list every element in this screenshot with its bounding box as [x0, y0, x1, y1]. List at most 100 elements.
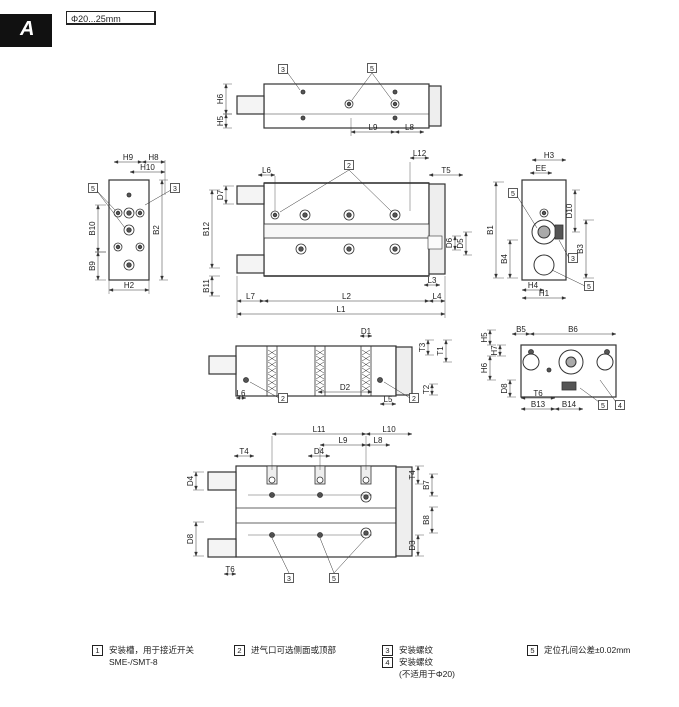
dimension-arrow: [430, 473, 434, 497]
body-outline: [235, 345, 397, 397]
dimension-arrow: [223, 572, 237, 576]
drawing-line: [267, 373, 277, 380]
callout-number: 5: [370, 66, 374, 73]
dimension-arrow: [416, 465, 420, 485]
hole: [392, 115, 398, 121]
dimension-label: H9: [123, 153, 134, 162]
drawing-line: [361, 367, 371, 374]
drawing-line: [267, 385, 277, 392]
drawing-line: [144, 189, 172, 206]
dimension-arrow: [531, 158, 567, 162]
dimension-arrow: [416, 534, 420, 557]
dimension-arrow: [365, 443, 391, 447]
dimension-arrow: [520, 407, 556, 411]
callout-number: 3: [287, 576, 291, 583]
drawing-line: [361, 373, 371, 380]
dimension-arrow: [554, 407, 584, 411]
note-text: 安装槽，用于接近开关: [109, 645, 195, 655]
dimension-label: H4: [528, 281, 539, 290]
callout-number: 2: [347, 163, 351, 170]
dimension-arrow: [224, 113, 228, 129]
piston-rod: [208, 355, 237, 375]
note-text: 定位孔间公差±0.02mm: [544, 645, 631, 655]
end-plate: [395, 346, 413, 396]
callout-number: 3: [281, 67, 285, 74]
dimension-arrow: [529, 171, 553, 175]
bore-section: [360, 345, 372, 397]
dimension-label: T4: [239, 447, 249, 456]
hole: [300, 115, 306, 121]
dimension-label: H5: [480, 332, 489, 343]
piston-rod: [236, 185, 265, 205]
note-text: (不适用于Φ20): [399, 669, 455, 680]
screw-socket: [346, 212, 352, 218]
dimension-arrow: [108, 288, 150, 292]
end-plate: [428, 183, 446, 275]
drawing-line: [96, 190, 116, 211]
dimension-arrow: [194, 471, 198, 491]
note-number: 1: [92, 645, 103, 657]
dimension-arrow: [409, 156, 430, 160]
dimension-arrow: [359, 334, 373, 338]
dimension-arrow: [394, 130, 425, 134]
dimension-arrow: [428, 173, 464, 177]
dimension-arrow: [521, 288, 545, 292]
screw-socket: [115, 244, 121, 250]
dimension-label: L1: [337, 305, 346, 314]
dimension-label: T4: [408, 470, 417, 480]
dimension-label: D8: [500, 383, 509, 394]
bore-section: [266, 345, 278, 397]
callout-number: 2: [281, 396, 285, 403]
dimension-label: L5: [384, 395, 393, 404]
dimension-arrow: [430, 506, 434, 534]
drawing-line: [315, 355, 325, 362]
note-text: 安装螺纹: [399, 657, 434, 667]
dimension-label: L11: [313, 425, 326, 434]
callout-number: 5: [511, 191, 515, 198]
dimension-arrow: [453, 235, 457, 251]
drawing-line: [267, 349, 277, 356]
drawing-line: [558, 239, 570, 259]
dimension-label: H3: [544, 151, 555, 160]
note-number: 2: [234, 645, 245, 657]
screw-socket: [346, 101, 352, 107]
dimension-arrow: [508, 379, 512, 398]
dimension-arrow: [426, 339, 430, 356]
hole: [243, 377, 249, 383]
dimension-label: D3: [408, 540, 417, 551]
dimension-arrow: [494, 181, 498, 279]
dimension-label: L9: [369, 123, 378, 132]
dimension-arrow: [511, 332, 531, 336]
screw-socket: [137, 210, 143, 216]
port-boss: [596, 353, 614, 371]
dimension-label: T2: [422, 384, 431, 394]
dimension-arrow: [129, 170, 166, 174]
callout-box: [598, 400, 608, 410]
drawing-line: [383, 381, 411, 399]
dimension-label: D1: [361, 327, 372, 336]
dimension-label: B14: [562, 400, 577, 409]
dimension-arrow: [508, 239, 512, 279]
hole: [362, 476, 370, 484]
screw-socket: [346, 246, 352, 252]
dimension-arrow: [365, 432, 413, 436]
slot: [561, 381, 577, 391]
dimension-label: B3: [576, 244, 585, 254]
dimension-arrow: [488, 355, 492, 381]
port-boss: [522, 353, 540, 371]
hole: [377, 377, 383, 383]
drawing-line: [279, 169, 350, 213]
callout-number: 5: [601, 403, 605, 410]
callout-box: [170, 183, 180, 193]
screw-socket: [126, 262, 132, 268]
screw-socket: [298, 246, 304, 252]
dimension-label: D6: [445, 237, 454, 248]
callout-number: 4: [618, 403, 622, 410]
dimension-label: D10: [565, 203, 574, 218]
drawing-line: [315, 349, 325, 356]
port-boss: [533, 254, 555, 276]
drawing-line: [361, 379, 371, 386]
dimension-arrow: [96, 251, 100, 281]
